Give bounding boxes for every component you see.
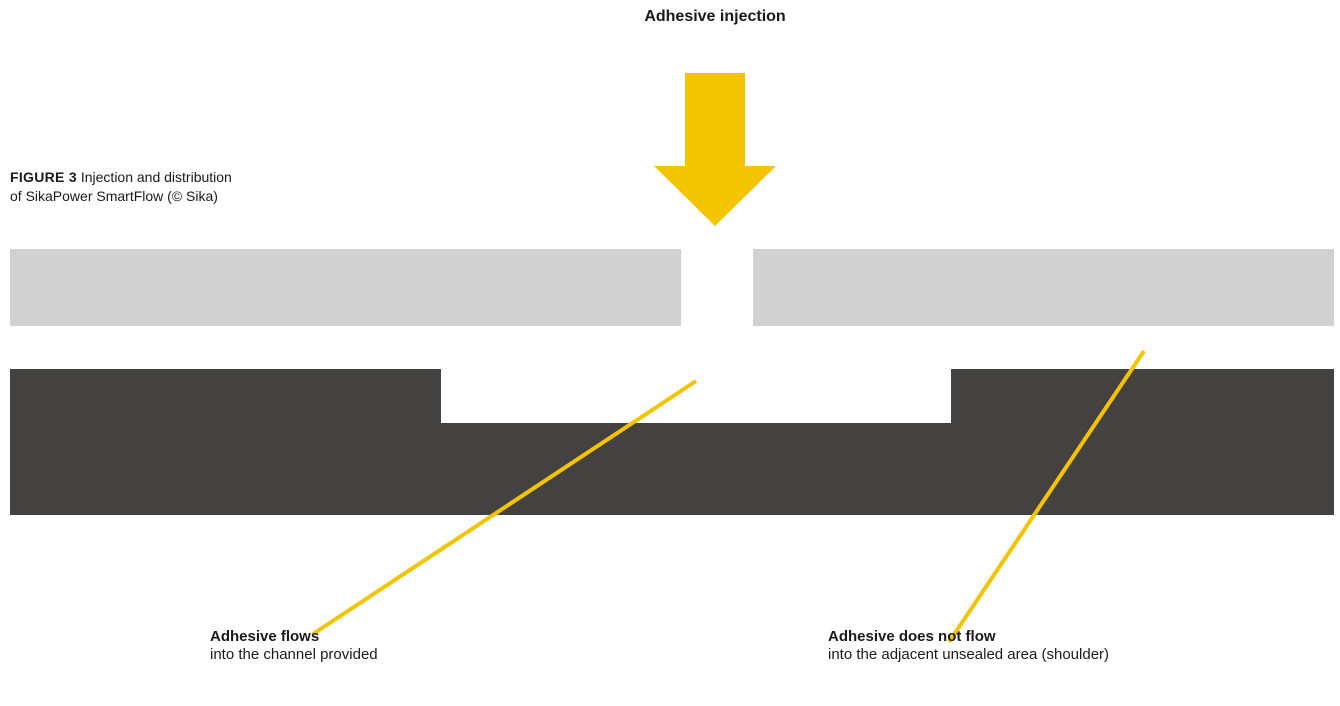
leader-line-no-flow <box>947 349 1146 644</box>
upper-plate-left <box>10 249 681 326</box>
caption-line-1: Injection and distribution <box>80 169 232 185</box>
lower-part-with-channel <box>10 369 1334 515</box>
adhesive-injection-label: Adhesive injection <box>644 8 786 25</box>
upper-plate-right <box>753 249 1334 326</box>
figure-number: FIGURE 3 <box>10 169 77 185</box>
callout-no-flow: Adhesive does not flow into the adjacent… <box>828 628 1109 664</box>
figure-caption: FIGURE 3 Injection and distribution of S… <box>10 168 232 206</box>
callout-flows-title: Adhesive flows <box>210 628 320 645</box>
callout-no-flow-subtitle: into the adjacent unsealed area (shoulde… <box>828 646 1110 663</box>
callout-no-flow-title: Adhesive does not flow <box>828 628 996 645</box>
injection-arrow <box>654 73 776 226</box>
caption-line-2: of SikaPower SmartFlow (© Sika) <box>10 188 218 204</box>
callout-flows: Adhesive flows into the channel provided <box>210 628 378 664</box>
leader-line-flows <box>311 379 698 636</box>
callout-flows-subtitle: into the channel provided <box>210 646 378 663</box>
